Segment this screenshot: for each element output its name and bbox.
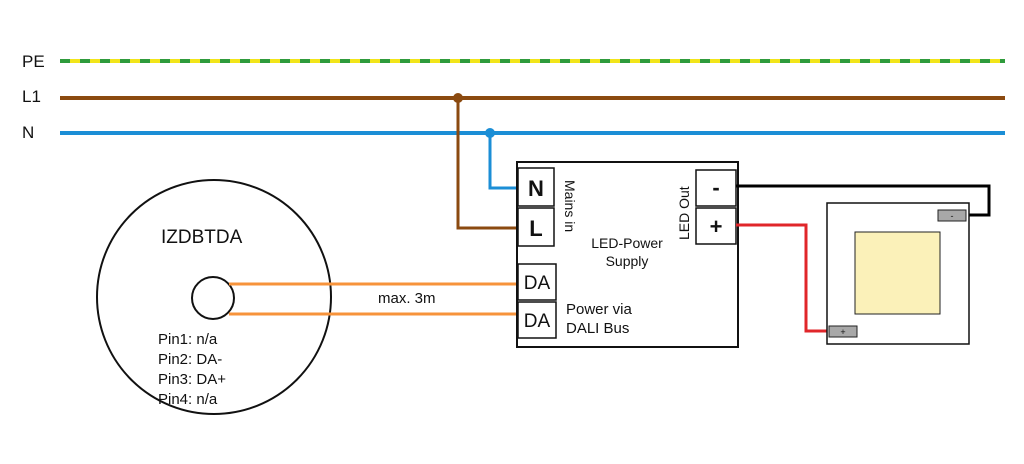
led-chip [854,231,941,315]
power-supply-title-line1: LED-Power [591,235,663,251]
cable-length-label: max. 3m [378,290,436,307]
n-junction-dot [485,128,495,138]
bus-label-n: N [22,123,34,142]
sensor-name: IZDBTDA [161,227,243,248]
n-feed-wire [488,133,518,190]
led-minus-pad-label: - [951,211,954,221]
terminal-da-2-label: DA [524,311,551,332]
bus-label-pe: PE [22,52,45,71]
led-plus-pad [828,325,858,338]
led-minus-pad [937,209,967,222]
led-plus-pad-label: + [840,327,845,337]
terminal-da-2 [517,301,557,339]
sensor-pin-4: Pin4: n/a [158,391,218,408]
terminal-led-minus [695,169,737,207]
led-minus-wire [736,184,991,217]
power-supply-title-line2: Supply [606,253,649,269]
sensor-connector [191,276,235,320]
sensor-pin-1: Pin1: n/a [158,331,218,348]
sensor-pin-2: Pin2: DA- [158,351,222,368]
bus-label-l1: L1 [22,87,41,106]
terminal-l-label: L [529,216,542,241]
led-plus-wire [736,223,829,333]
l1-feed-wire [456,98,518,230]
terminal-n-label: N [528,176,544,201]
terminal-da-1 [517,263,557,301]
mains-in-label: Mains in [562,180,578,232]
led-out-label: LED Out [676,186,692,240]
sensor-pin-3: Pin3: DA+ [158,371,226,388]
terminal-l [517,207,555,247]
terminal-led-minus-label: - [712,175,719,200]
l1-junction-dot [453,93,463,103]
terminal-da-1-label: DA [524,273,551,294]
terminal-n [517,167,555,207]
terminal-led-plus-label: + [710,214,723,239]
dali-power-label-line2: DALI Bus [566,320,629,337]
dali-power-label-line1: Power via [566,301,633,318]
